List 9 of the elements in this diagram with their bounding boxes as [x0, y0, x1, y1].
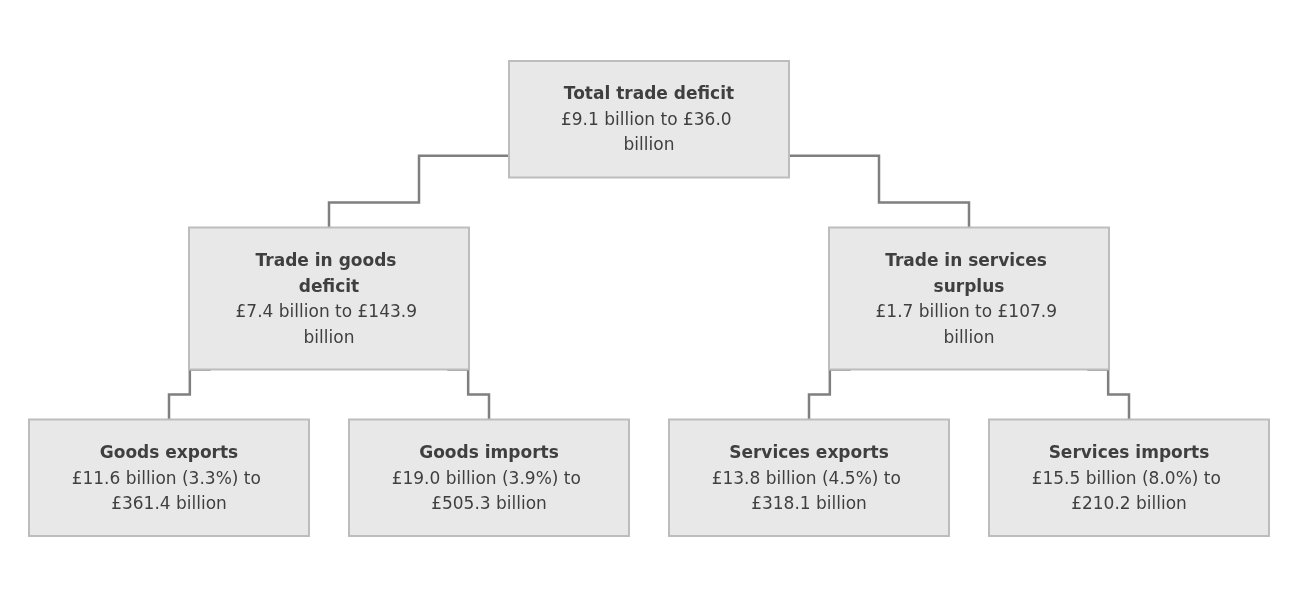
node-box: Total trade deficit £9.1 billion to £36.0 billion: [507, 60, 790, 179]
node-box: Goods imports £19.0 billion (3.9%) to £505.3 billion: [347, 418, 630, 537]
node-box: Services imports £15.5 billion (8.0%) to £210.2 billion: [987, 418, 1270, 537]
connector: [327, 154, 509, 229]
connector: [788, 154, 970, 229]
node-box: Services exports £13.8 billion (4.5%) to £318.1 billion: [667, 418, 950, 537]
node-box: Trade in goods deficit £7.4 billion to £143.9 billion: [187, 226, 470, 371]
node-box: Trade in services surplus £1.7 billion to £107.9 billion: [827, 226, 1110, 371]
node-box: Goods exports £11.6 billion (3.3%) to £361.4 billion: [27, 418, 310, 537]
